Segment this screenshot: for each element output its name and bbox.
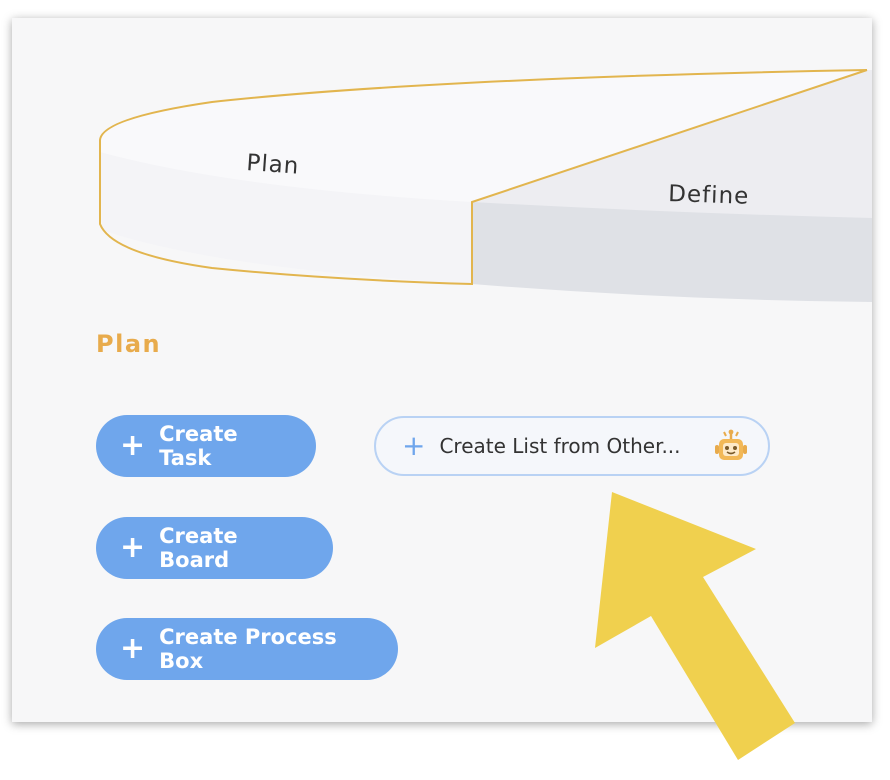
create-task-button[interactable]: + Create Task (96, 415, 316, 477)
app-window: Plan Define Plan + Create Task + Create … (12, 18, 872, 722)
wheel-label-define: Define (668, 181, 750, 210)
plus-icon: + (120, 428, 146, 463)
plus-icon: + (402, 429, 426, 462)
section-title: Plan (96, 330, 162, 358)
plus-icon: + (120, 631, 146, 666)
wheel-segment-plan-top (100, 70, 867, 202)
plus-icon: + (120, 530, 146, 565)
create-board-button[interactable]: + Create Board (96, 517, 333, 579)
process-wheel: Plan Define (99, 69, 872, 302)
robot-icon (715, 429, 747, 460)
create-task-label: Create Task (159, 422, 238, 470)
wheel-segment-define-top (472, 70, 872, 218)
create-board-label: Create Board (159, 524, 238, 572)
wheel-label-plan: Plan (246, 150, 301, 180)
create-process-box-button[interactable]: + Create Process Box (96, 618, 398, 680)
create-list-from-other-label: Create List from Other... (439, 434, 681, 458)
create-process-box-label: Create Process Box (159, 625, 337, 673)
wheel-plan-outline (99, 69, 868, 286)
create-list-from-other-button[interactable]: + Create List from Other... (374, 416, 770, 476)
